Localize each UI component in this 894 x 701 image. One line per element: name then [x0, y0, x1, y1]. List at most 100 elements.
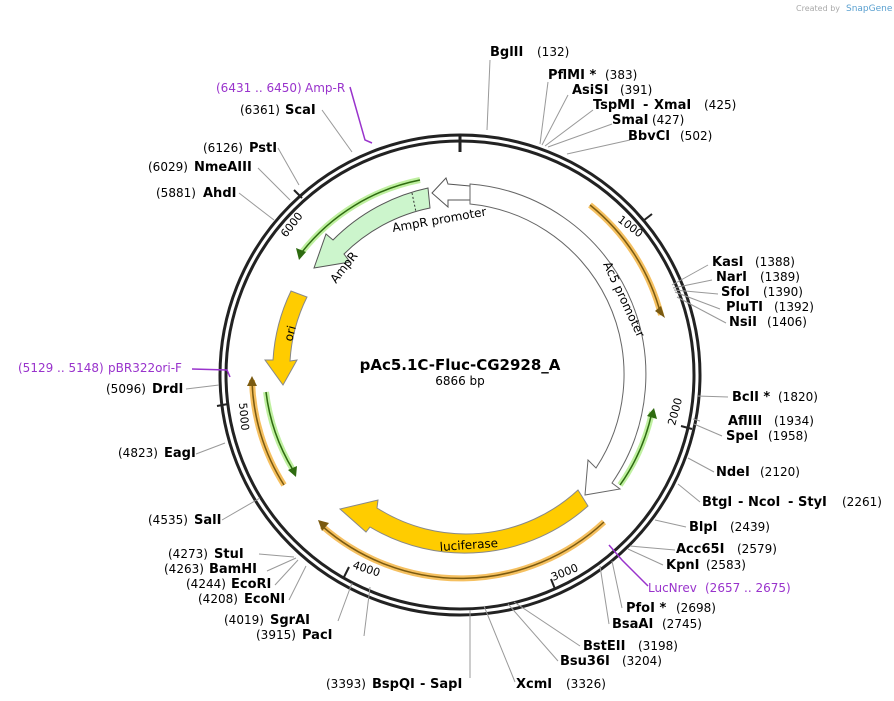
- watermark-brand: SnapGene: [846, 4, 893, 14]
- site-name: SpeI: [726, 429, 758, 444]
- site-name: BglII: [490, 45, 523, 60]
- site-name: SmaI: [612, 113, 649, 128]
- site-name: PluTI: [726, 300, 763, 315]
- site-pos: (6029): [148, 160, 188, 174]
- site-pos: (2439): [730, 520, 770, 534]
- ac5-promoter-arrow: [469, 183, 647, 496]
- site-sep: -: [420, 677, 425, 692]
- site-pos: (1934): [774, 414, 814, 428]
- site-name: BsaAI: [612, 617, 653, 632]
- site-pos: (6361): [240, 103, 280, 117]
- site-name: BbvCI: [628, 129, 670, 144]
- primer-range-lucnrev: (2657 .. 2675): [705, 581, 791, 595]
- site-name: NmeAIII: [194, 160, 252, 175]
- site-pos: (4263): [164, 562, 204, 576]
- site-name: KpnI: [666, 558, 699, 573]
- site-pos: (1390): [763, 285, 803, 299]
- site-pos: (3326): [566, 677, 606, 691]
- site-pos: (1389): [760, 270, 800, 284]
- site-pos: (4823): [118, 446, 158, 460]
- site-name: BamHI: [209, 562, 257, 577]
- primer-range-amp-r: (6431 .. 6450): [216, 81, 302, 95]
- site-name: KasI: [712, 255, 743, 270]
- site-pos: (4019): [224, 613, 264, 627]
- site-pos: (5881): [156, 186, 196, 200]
- site-name: PflMI *: [548, 68, 596, 83]
- site-name: EagI: [164, 446, 196, 461]
- scale-ticks: [216, 189, 693, 590]
- site-name-3: StyI: [798, 495, 827, 510]
- site-name: Acc65I: [676, 542, 724, 557]
- site-name: DrdI: [152, 382, 183, 397]
- site-name-2: NcoI: [748, 495, 780, 510]
- primer-name-pbr322ori: pBR322ori-F: [108, 361, 182, 375]
- site-pos: (2698): [676, 601, 716, 615]
- primer-markers: [191, 86, 649, 587]
- ori-arrow: [264, 290, 308, 386]
- site-name: XcmI: [516, 677, 552, 692]
- site-name-2: XmaI: [654, 98, 691, 113]
- site-name: EcoNI: [244, 592, 285, 607]
- site-name: EcoRI: [231, 577, 271, 592]
- site-pos: (6126): [203, 141, 243, 155]
- site-sep: -: [788, 495, 793, 510]
- site-name: NdeI: [716, 465, 750, 480]
- site-pos: (1820): [778, 390, 818, 404]
- site-name: SgrAI: [270, 613, 310, 628]
- site-pos: (391): [620, 83, 652, 97]
- plasmid-size: 6866 bp: [435, 374, 485, 388]
- site-leader-lines: [185, 59, 729, 683]
- site-name: BlpI: [689, 520, 718, 535]
- site-pos: (2261): [842, 495, 882, 509]
- site-sep: -: [738, 495, 743, 510]
- site-pos: (2745): [662, 617, 702, 631]
- backbone-outer: [218, 133, 702, 617]
- site-name: NsiI: [729, 315, 757, 330]
- site-pos: (4273): [168, 547, 208, 561]
- site-pos: (4244): [186, 577, 226, 591]
- luciferase-label: luciferase: [439, 536, 498, 554]
- site-pos: (132): [537, 45, 569, 59]
- site-sep: -: [643, 98, 648, 113]
- site-name: BclI *: [732, 390, 770, 405]
- site-pos: (502): [680, 129, 712, 143]
- site-pos: (3198): [638, 639, 678, 653]
- site-name: PstI: [249, 141, 277, 156]
- site-pos: (4535): [148, 513, 188, 527]
- site-pos: (1388): [755, 255, 795, 269]
- site-pos: (383): [605, 68, 637, 82]
- ampr-promoter-arrow: [431, 177, 471, 209]
- site-name: AsiSI: [572, 83, 608, 98]
- site-name: SalI: [194, 513, 221, 528]
- site-name: BspQI: [372, 677, 415, 692]
- plasmid-name: pAc5.1C-Fluc-CG2928_A: [360, 356, 561, 374]
- ampr-dotted: [411, 192, 417, 213]
- primer-name-amp-r: Amp-R: [305, 81, 345, 95]
- site-name: AflIII: [728, 414, 762, 429]
- site-name: Bsu36I: [560, 654, 610, 669]
- ori-label: ori: [281, 324, 299, 343]
- site-name: BtgI: [702, 495, 732, 510]
- site-pos: (425): [704, 98, 736, 112]
- luciferase-arrow: [338, 489, 589, 554]
- site-name: NarI: [716, 270, 747, 285]
- watermark-created-by: Created by: [796, 4, 840, 13]
- site-name: ScaI: [285, 103, 316, 118]
- site-name: SfoI: [721, 285, 750, 300]
- site-name-2: SapI: [430, 677, 462, 692]
- tick-2000: 2000: [665, 396, 685, 426]
- site-name: PacI: [302, 628, 333, 643]
- site-pos: (2579): [737, 542, 777, 556]
- site-name: PfoI *: [626, 601, 666, 616]
- site-name: BstEII: [583, 639, 625, 654]
- tick-3000: 3000: [549, 561, 580, 584]
- site-pos: (3915): [256, 628, 296, 642]
- site-pos: (5096): [106, 382, 146, 396]
- site-pos: (3204): [622, 654, 662, 668]
- site-name: AhdI: [203, 186, 236, 201]
- site-pos: (2583): [706, 558, 746, 572]
- site-pos: (4208): [198, 592, 238, 606]
- site-pos: (2120): [760, 465, 800, 479]
- green-arcs: [263, 177, 657, 487]
